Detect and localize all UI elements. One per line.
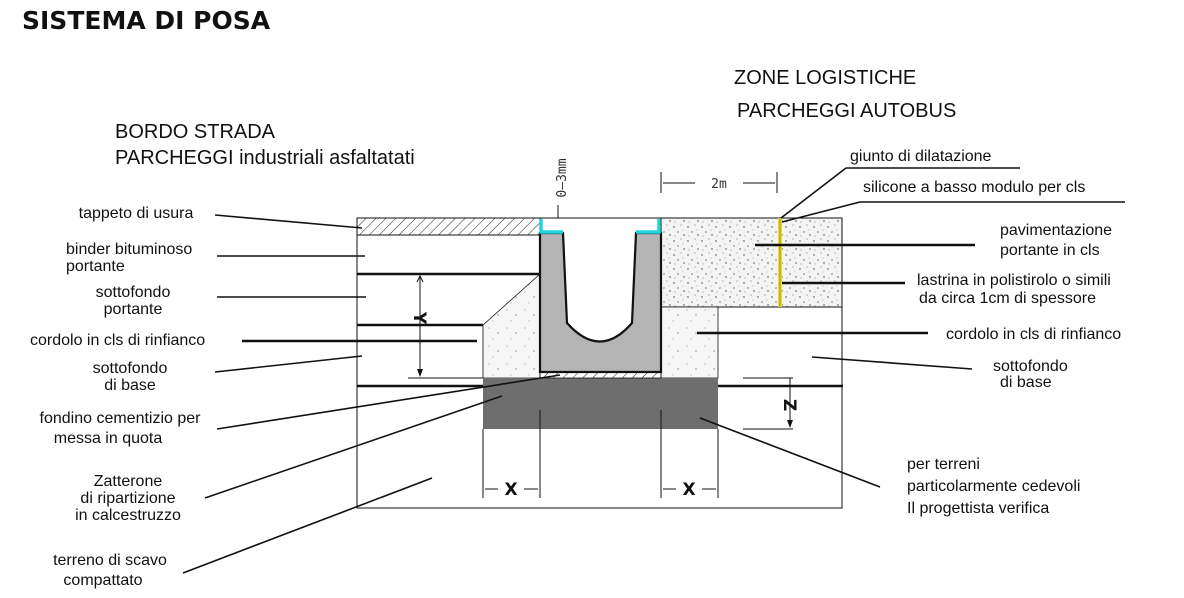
label-pavimentazione: pavimentazione	[1000, 222, 1112, 239]
label-fondino: fondino cementizio per	[40, 410, 202, 427]
label-lastrina: lastrina in polistirolo o simili	[917, 272, 1111, 289]
left-heading-2: PARCHEGGI industriali asfaltatati	[115, 147, 415, 169]
label-binder: binder bituminoso	[66, 241, 192, 258]
label-zatterone-3: in calcestruzzo	[75, 507, 181, 524]
label-zatterone-2: di ripartizione	[80, 490, 175, 507]
label-fondino-2: messa in quota	[54, 430, 163, 447]
label-sottofondo-base-right-2: di base	[1000, 374, 1052, 391]
dim-x-left-label: X	[504, 480, 517, 500]
right-heading-2: PARCHEGGI AUTOBUS	[737, 100, 956, 122]
asphalt-layer	[356, 217, 541, 236]
left-haunch	[482, 273, 541, 379]
concrete-paving	[660, 217, 843, 308]
label-sottofondo-portante-2: portante	[104, 301, 163, 318]
right-labels: giunto di dilatazione silicone a basso m…	[697, 148, 1125, 517]
right-heading-1: ZONE LOGISTICHE	[734, 67, 916, 89]
zatterone-slab	[483, 378, 718, 429]
drainage-channel	[538, 231, 663, 374]
label-sottofondo-base-right: sottofondo	[993, 358, 1068, 375]
left-heading-1: BORDO STRADA	[115, 121, 276, 143]
right-haunch	[660, 306, 719, 379]
label-binder-2: portante	[66, 258, 125, 275]
dim-y-label: Y	[409, 311, 429, 325]
label-pavimentazione-2: portante in cls	[1000, 242, 1100, 259]
label-terreni-3: Il progettista verifica	[907, 500, 1049, 517]
label-giunto: giunto di dilatazione	[850, 148, 992, 165]
right-seal	[636, 219, 661, 234]
label-terreni-2: particolarmente cedevoli	[907, 478, 1080, 495]
left-seal	[539, 219, 563, 234]
label-silicone: silicone a basso modulo per cls	[863, 179, 1085, 196]
label-tappeto: tappeto di usura	[79, 205, 194, 222]
page-title: SISTEMA DI POSA	[22, 6, 271, 35]
label-sottofondo-base-left: sottofondo	[93, 360, 168, 377]
label-cordolo-right: cordolo in cls di rinfianco	[946, 326, 1121, 343]
label-zatterone: Zatterone	[94, 473, 163, 490]
dim-x-right-label: X	[682, 480, 695, 500]
left-labels: tappeto di usura binder bituminoso porta…	[30, 205, 561, 589]
label-sottofondo-base-left-2: di base	[104, 377, 156, 394]
label-cordolo-left: cordolo in cls di rinfianco	[30, 332, 205, 349]
label-terreno-2: compattato	[63, 572, 142, 589]
dim-gap-label: 0–3mm	[555, 158, 570, 197]
label-terreni: per terreni	[907, 456, 980, 473]
dim-2m-label: 2m	[711, 177, 727, 192]
dim-z-label: Z	[779, 399, 799, 411]
excavation-outline	[356, 217, 843, 509]
label-lastrina-2: da circa 1cm di spessore	[919, 290, 1096, 307]
label-terreno: terreno di scavo	[53, 552, 167, 569]
label-sottofondo-portante: sottofondo	[96, 284, 171, 301]
